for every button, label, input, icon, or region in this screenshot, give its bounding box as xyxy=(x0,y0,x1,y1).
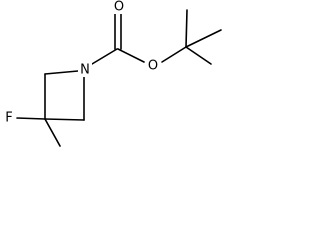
bond-c3-methyl xyxy=(44,118,61,147)
bond-n-carbonyl xyxy=(91,48,118,65)
atom-ester-oxygen: O xyxy=(148,59,158,74)
chemical-structure: N O O F xyxy=(3,0,222,147)
atom-nitrogen: N xyxy=(80,63,90,78)
atom-fluorine: F xyxy=(5,111,12,126)
bond-carbonyl-ester-o xyxy=(117,48,145,63)
atom-carbonyl-oxygen: O xyxy=(114,0,124,15)
bond-c4-n xyxy=(44,70,79,75)
structure-canvas: N O O F xyxy=(0,0,227,148)
bond-tbu-methyl-right xyxy=(185,29,222,48)
bond-tbu-methyl-up xyxy=(185,9,188,48)
bond-c3-f xyxy=(16,117,46,120)
bond-ester-o-tbu xyxy=(161,46,187,63)
bond-tbu-methyl-down xyxy=(185,46,212,65)
bond-c2-c3 xyxy=(44,118,85,121)
